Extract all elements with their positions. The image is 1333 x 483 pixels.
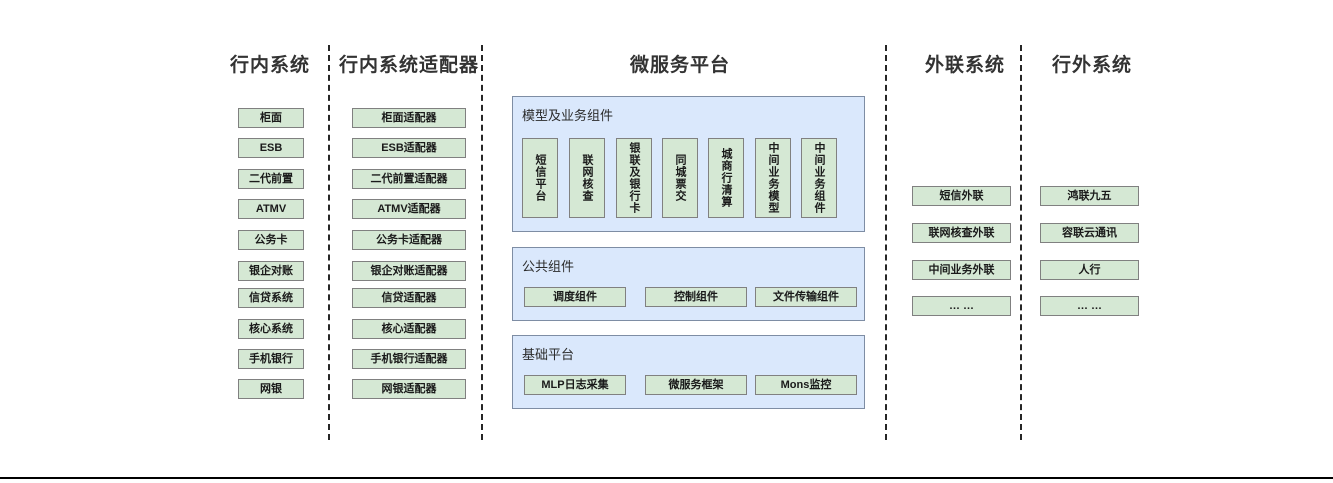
node-external-link-system[interactable]: 短信外联	[912, 186, 1011, 206]
node-internal-system[interactable]: 核心系统	[238, 319, 304, 339]
divider-3	[885, 45, 887, 440]
panel-label-model-business-components: 模型及业务组件	[522, 108, 614, 123]
node-base-platform-component[interactable]: 微服务框架	[645, 375, 747, 395]
panel-public-components	[512, 247, 865, 321]
node-internal-adapter[interactable]: 信贷适配器	[352, 288, 466, 308]
column-title-internal-systems: 行内系统	[229, 55, 310, 76]
divider-2	[481, 45, 483, 440]
node-offbank-system[interactable]: … …	[1040, 296, 1139, 316]
node-public-component[interactable]: 文件传输组件	[755, 287, 857, 307]
node-external-link-system[interactable]: 联网核查外联	[912, 223, 1011, 243]
column-title-internal-adapters: 行内系统适配器	[338, 55, 479, 76]
column-title-offbank-systems: 行外系统	[1051, 55, 1132, 76]
node-internal-adapter[interactable]: 公务卡适配器	[352, 230, 466, 250]
node-offbank-system[interactable]: 鸿联九五	[1040, 186, 1139, 206]
node-internal-adapter[interactable]: 核心适配器	[352, 319, 466, 339]
panel-base-platform	[512, 335, 865, 409]
node-model-component[interactable]: 城商行清算	[708, 138, 744, 218]
node-internal-system[interactable]: 柜面	[238, 108, 304, 128]
node-internal-adapter[interactable]: 柜面适配器	[352, 108, 466, 128]
node-internal-system[interactable]: 网银	[238, 379, 304, 399]
node-base-platform-component[interactable]: MLP日志采集	[524, 375, 626, 395]
node-offbank-system[interactable]: 容联云通讯	[1040, 223, 1139, 243]
node-offbank-system[interactable]: 人行	[1040, 260, 1139, 280]
node-internal-system[interactable]: ESB	[238, 138, 304, 158]
node-base-platform-component[interactable]: Mons监控	[755, 375, 857, 395]
node-model-component[interactable]: 中间业务组件	[801, 138, 837, 218]
node-public-component[interactable]: 调度组件	[524, 287, 626, 307]
panel-label-public-components: 公共组件	[522, 259, 575, 274]
panel-label-base-platform: 基础平台	[522, 347, 575, 362]
node-internal-system[interactable]: 公务卡	[238, 230, 304, 250]
bottom-divider	[0, 477, 1333, 479]
node-internal-adapter[interactable]: 银企对账适配器	[352, 261, 466, 281]
node-public-component[interactable]: 控制组件	[645, 287, 747, 307]
node-model-component[interactable]: 短信平台	[522, 138, 558, 218]
node-internal-system[interactable]: 手机银行	[238, 349, 304, 369]
node-model-component[interactable]: 银联及银行卡	[616, 138, 652, 218]
column-title-microservice-platform: 微服务平台	[629, 55, 730, 76]
node-internal-adapter[interactable]: 手机银行适配器	[352, 349, 466, 369]
column-title-external-link-systems: 外联系统	[924, 55, 1005, 76]
node-internal-system[interactable]: 二代前置	[238, 169, 304, 189]
node-model-component[interactable]: 中间业务模型	[755, 138, 791, 218]
node-model-component[interactable]: 同城票交	[662, 138, 698, 218]
divider-1	[328, 45, 330, 440]
node-model-component[interactable]: 联网核查	[569, 138, 605, 218]
node-internal-adapter[interactable]: 网银适配器	[352, 379, 466, 399]
node-external-link-system[interactable]: 中间业务外联	[912, 260, 1011, 280]
node-external-link-system[interactable]: … …	[912, 296, 1011, 316]
node-internal-adapter[interactable]: ATMV适配器	[352, 199, 466, 219]
node-internal-system[interactable]: 银企对账	[238, 261, 304, 281]
node-internal-adapter[interactable]: 二代前置适配器	[352, 169, 466, 189]
node-internal-system[interactable]: 信贷系统	[238, 288, 304, 308]
divider-4	[1020, 45, 1022, 440]
node-internal-adapter[interactable]: ESB适配器	[352, 138, 466, 158]
node-internal-system[interactable]: ATMV	[238, 199, 304, 219]
